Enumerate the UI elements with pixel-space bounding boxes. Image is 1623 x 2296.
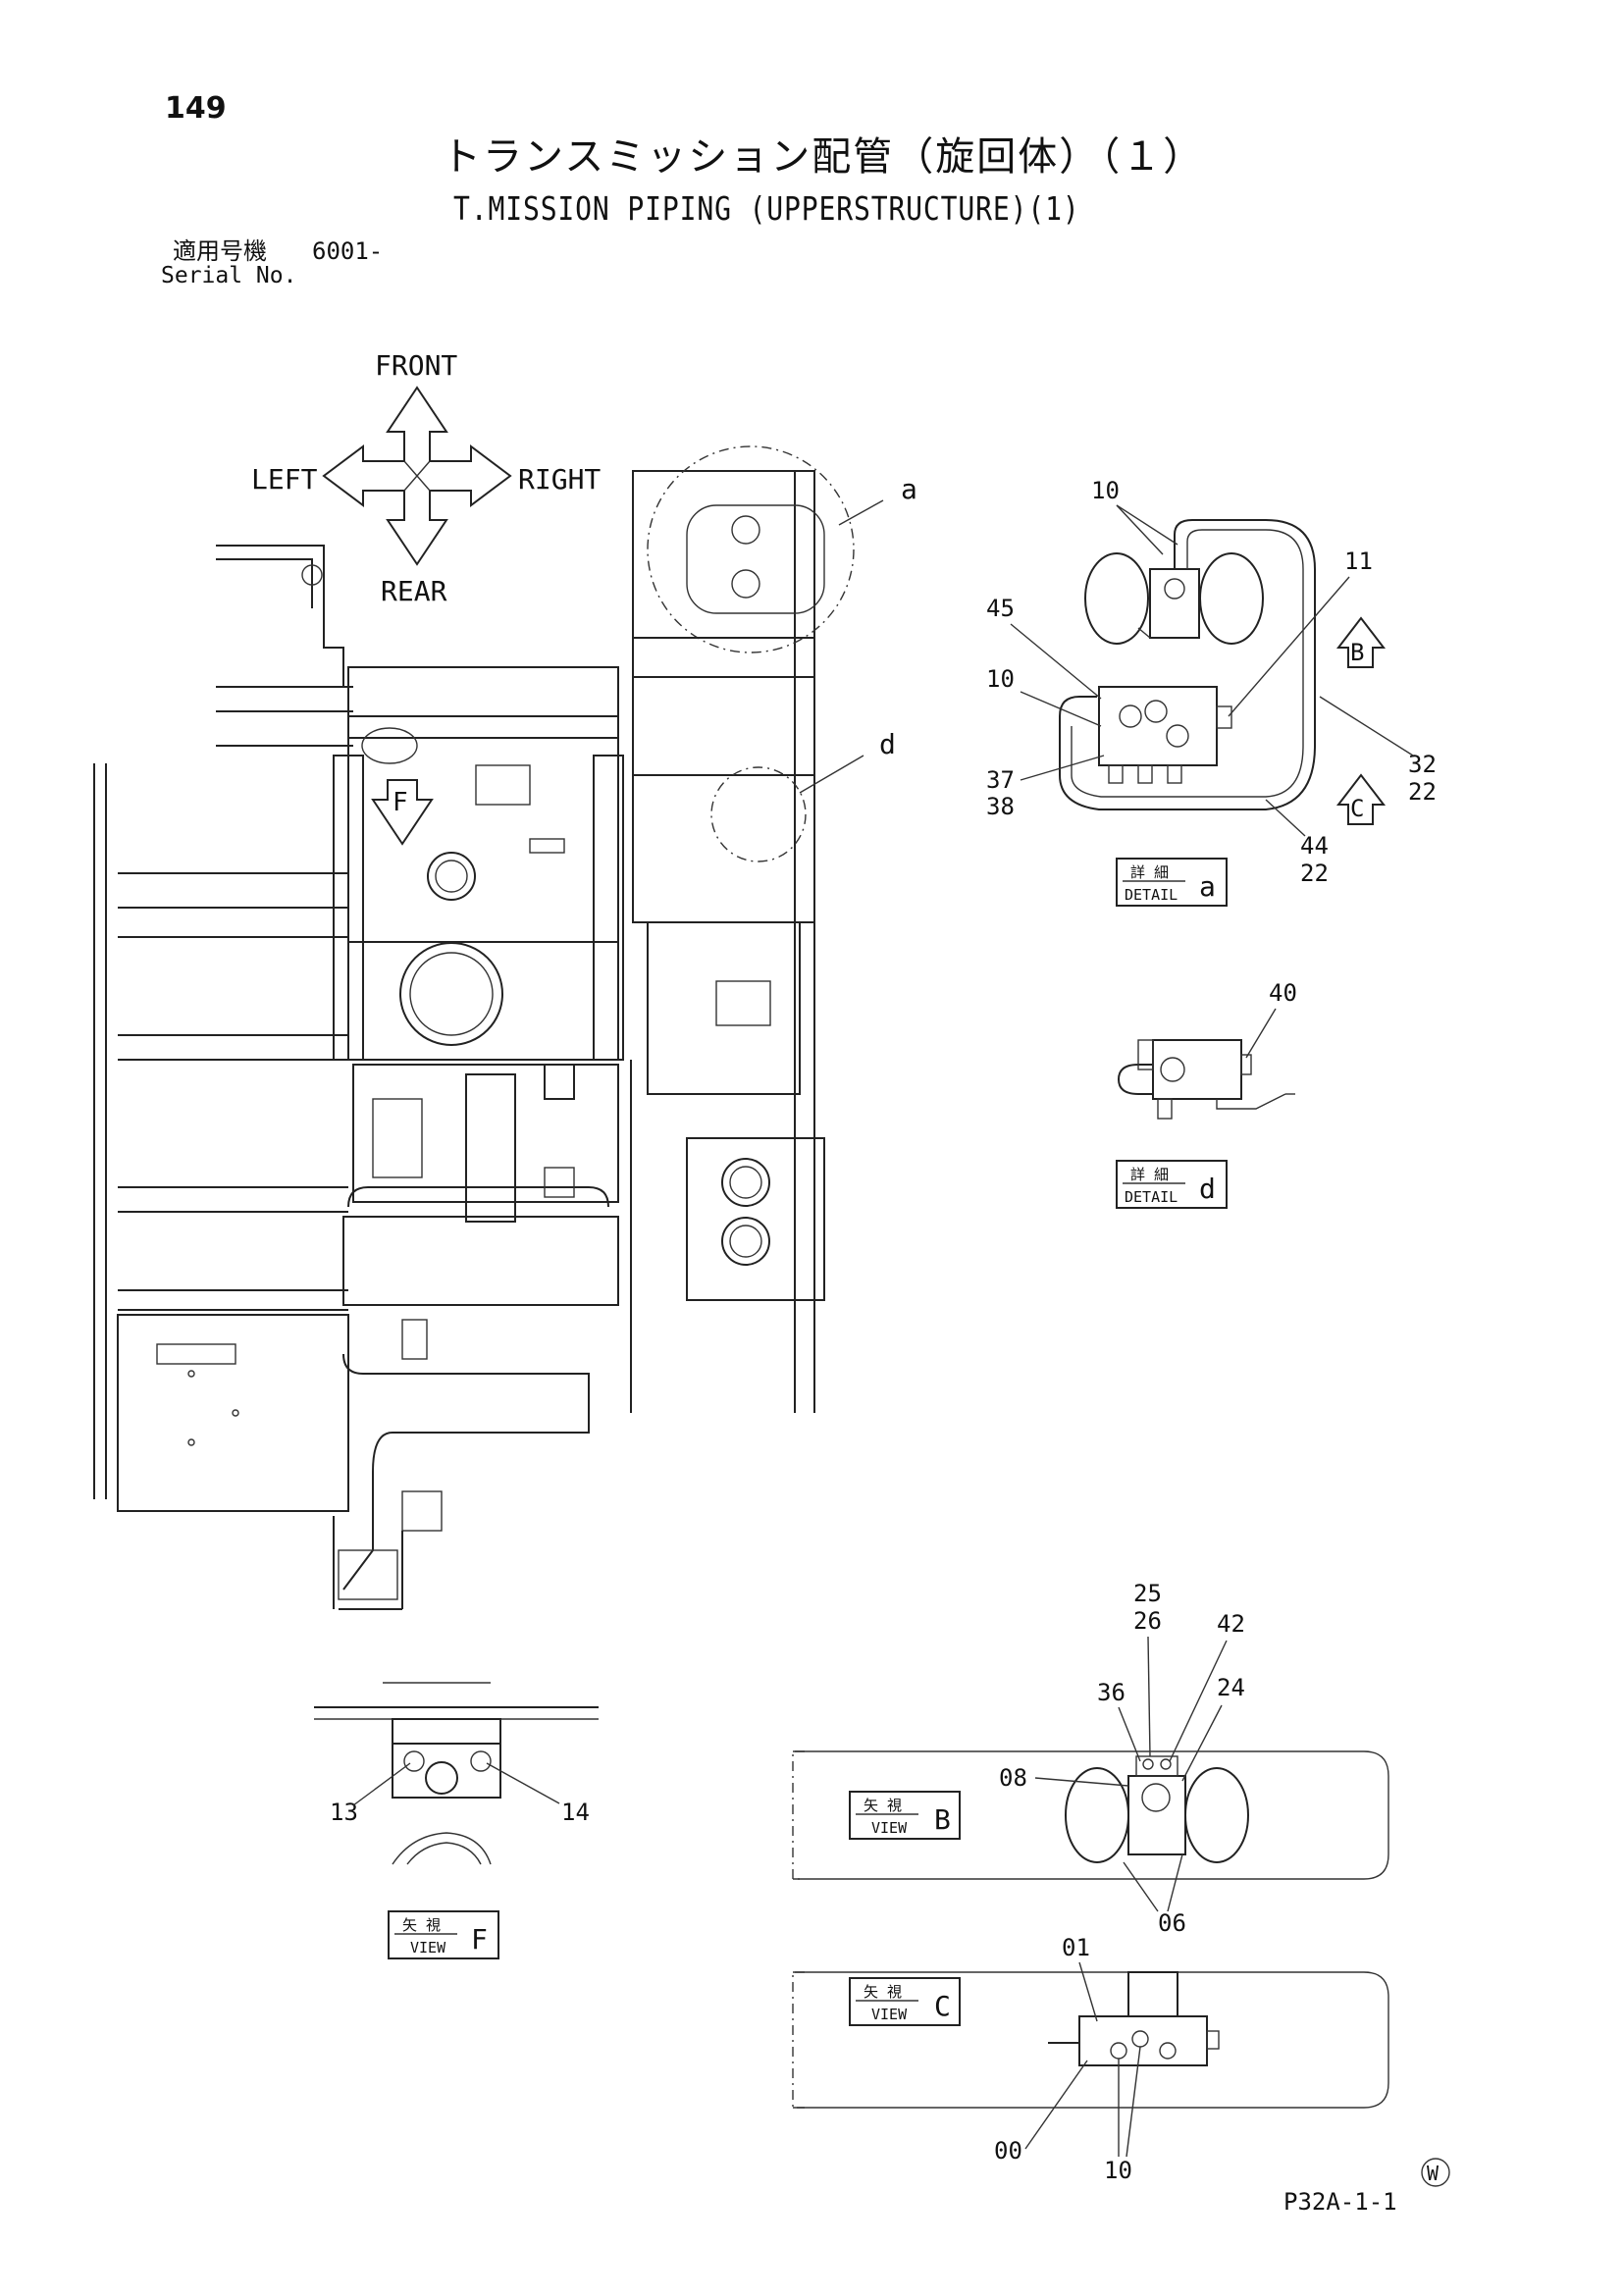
serial-value: 6001- bbox=[312, 237, 384, 265]
detail-a-label-en: DETAIL bbox=[1125, 886, 1178, 904]
watermark-letter: W bbox=[1427, 2162, 1440, 2185]
compass-left-label: LEFT bbox=[251, 463, 318, 496]
view-b-part-number: 26 bbox=[1133, 1607, 1162, 1635]
detail-a-part-number: 22 bbox=[1300, 860, 1329, 887]
view-f-label-jp: 矢 視 bbox=[402, 1916, 441, 1934]
view-b-part-number: 06 bbox=[1158, 1909, 1186, 1937]
title-english: T.MISSION PIPING (UPPERSTRUCTURE)(1) bbox=[453, 189, 1080, 228]
marker-F-label: F bbox=[393, 788, 408, 817]
compass-front-label: FRONT bbox=[375, 349, 457, 382]
direction-compass: FRONT REAR LEFT RIGHT bbox=[251, 349, 601, 607]
view-c-letter: C bbox=[934, 1990, 951, 2022]
detail-d-part-number: 40 bbox=[1269, 979, 1297, 1007]
arrow-marker-C bbox=[1335, 773, 1387, 825]
detail-a-part-number: 10 bbox=[1091, 477, 1120, 504]
view-b-letter: B bbox=[934, 1803, 951, 1836]
serial-label-english: Serial No. bbox=[161, 263, 297, 288]
callout-d-label: d bbox=[879, 728, 896, 760]
marker-B-label: B bbox=[1350, 639, 1364, 666]
serial-label-japanese: 適用号機 bbox=[173, 237, 267, 265]
detail-a-part-number: 37 bbox=[986, 766, 1015, 794]
view-c-part-number: 10 bbox=[1104, 2157, 1132, 2184]
view-c-part-number: 01 bbox=[1062, 1934, 1090, 1961]
detail-a-part-number: 22 bbox=[1408, 778, 1437, 806]
view-c: 01 00 10 矢 視 VIEW C bbox=[792, 1934, 1389, 2184]
detail-a-callout-circle bbox=[647, 445, 855, 653]
callout-a-label: a bbox=[901, 473, 917, 505]
view-c-label-en: VIEW bbox=[871, 2006, 908, 2023]
view-b-part-number: 36 bbox=[1097, 1679, 1126, 1706]
view-b-part-number: 42 bbox=[1217, 1610, 1245, 1638]
view-b-part-number: 08 bbox=[999, 1764, 1027, 1792]
view-b-label-en: VIEW bbox=[871, 1819, 908, 1837]
view-f-part-number: 13 bbox=[330, 1799, 358, 1826]
detail-a-part-number: 45 bbox=[986, 595, 1015, 622]
detail-d-callout-circle bbox=[710, 766, 807, 862]
view-f-label-en: VIEW bbox=[410, 1939, 446, 1957]
view-c-label-jp: 矢 視 bbox=[864, 1983, 902, 2001]
detail-a: B C 10 11 45 10 37 38 32 22 44 22 詳 細 DE… bbox=[986, 477, 1437, 907]
view-b-part-number: 25 bbox=[1133, 1580, 1162, 1607]
detail-a-part-number: 11 bbox=[1344, 548, 1373, 575]
view-b-part-number: 24 bbox=[1217, 1674, 1245, 1701]
main-frame-view: F bbox=[93, 445, 917, 1610]
page-code: P32A-1-1 bbox=[1283, 2188, 1397, 2216]
page-number: 149 bbox=[165, 91, 227, 126]
watermark-mark: W bbox=[1421, 2158, 1450, 2187]
detail-d-label-jp: 詳 細 bbox=[1130, 1166, 1169, 1183]
detail-d-label-en: DETAIL bbox=[1125, 1188, 1178, 1206]
view-b-label-jp: 矢 視 bbox=[864, 1797, 902, 1814]
compass-right-label: RIGHT bbox=[518, 463, 601, 496]
detail-d-letter: d bbox=[1199, 1173, 1216, 1205]
detail-a-part-number: 10 bbox=[986, 665, 1015, 693]
detail-a-part-number: 44 bbox=[1300, 832, 1329, 860]
detail-a-letter: a bbox=[1199, 870, 1216, 903]
view-f: 13 14 矢 視 VIEW F bbox=[314, 1682, 599, 1959]
detail-a-label-jp: 詳 細 bbox=[1130, 863, 1169, 881]
compass-rear-label: REAR bbox=[381, 575, 447, 607]
detail-a-part-number: 38 bbox=[986, 793, 1015, 820]
view-f-letter: F bbox=[471, 1923, 488, 1956]
detail-d: 40 詳 細 DETAIL d bbox=[1116, 979, 1297, 1209]
view-b: 25 26 42 36 24 08 06 矢 視 VIEW B bbox=[792, 1580, 1389, 1937]
title-japanese: トランスミッション配管（旋回体）（１） bbox=[442, 134, 1205, 180]
arrow-marker-B bbox=[1335, 616, 1387, 668]
view-c-part-number: 00 bbox=[994, 2137, 1022, 2165]
view-f-part-number: 14 bbox=[561, 1799, 590, 1826]
marker-C-label: C bbox=[1350, 795, 1364, 822]
arrow-marker-F bbox=[371, 779, 434, 846]
